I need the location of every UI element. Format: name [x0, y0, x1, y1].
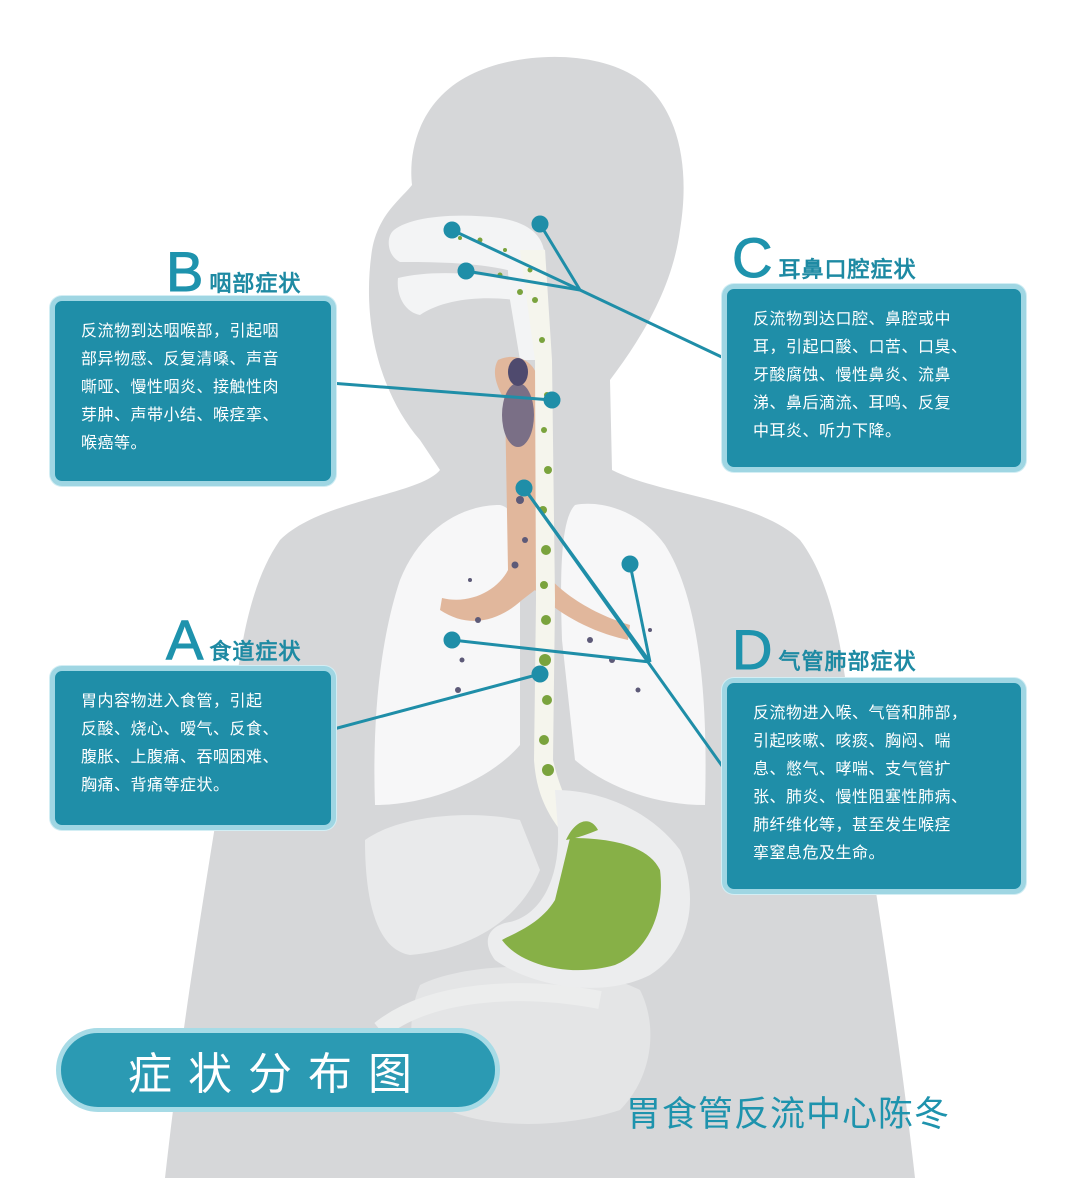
left-lung: [374, 505, 520, 805]
box-line: 反流物到达咽喉部，引起咽: [81, 321, 280, 340]
droplet: [458, 236, 462, 240]
liver: [365, 815, 540, 955]
droplet: [539, 337, 545, 343]
label-a-title: 食道症状: [209, 640, 302, 665]
pointer-dot: [543, 391, 561, 409]
box-line: 反酸、烧心、嗳气、反食、: [81, 719, 280, 738]
box-line: 肺纤维化等，甚至发生喉痉: [753, 815, 952, 834]
droplet: [542, 764, 554, 776]
pointer-dot: [443, 631, 461, 649]
box-line: 息、憋气、哮喘、支气管扩: [753, 759, 952, 778]
pointer-line-b: [329, 381, 553, 402]
pointer-dot: [457, 262, 475, 280]
colon-outline: [374, 983, 602, 1038]
droplet: [539, 735, 549, 745]
pointer-dot: [515, 479, 533, 497]
particle: [522, 537, 528, 543]
label-b-title: 咽部症状: [209, 272, 302, 297]
stomach-splash: [566, 821, 598, 840]
diagram-title: 症状分布图: [128, 1049, 428, 1100]
pointer-line-c: [465, 269, 581, 292]
pointer-line-d: [522, 487, 727, 771]
pointer-dot: [531, 665, 549, 683]
nasal-cavity: [388, 215, 545, 272]
symptom-box-c: 反流物到达口腔、鼻腔或中 耳，引起口酸、口苦、口臭、 牙酸腐蚀、慢性鼻炎、流鼻 …: [722, 284, 1026, 472]
pointer-line-c: [538, 223, 582, 291]
stomach-contents: [502, 838, 661, 971]
pointer-dot: [443, 221, 461, 239]
particle: [511, 561, 519, 569]
larynx-top: [508, 358, 528, 386]
pointer-line-d: [451, 638, 651, 664]
label-a: A 食道症状: [165, 608, 302, 671]
pointer-line-c: [451, 228, 581, 292]
symptom-box-b: 反流物到达咽喉部，引起咽 部异物感、反复清嗓、声音 嘶哑、慢性咽炎、接触性肉 芽…: [50, 296, 336, 486]
label-b-letter: B: [165, 240, 204, 303]
particle: [459, 657, 465, 663]
box-line: 腹胀、上腹痛、吞咽困难、: [81, 747, 280, 766]
box-line: 反流物进入喉、气管和肺部，: [753, 703, 968, 722]
pointer-dot: [621, 555, 639, 573]
label-b: B 咽部症状: [165, 240, 302, 303]
particle: [587, 637, 593, 643]
droplet: [541, 545, 551, 555]
particle: [475, 617, 481, 623]
droplet: [539, 654, 551, 666]
box-line: 反流物到达口腔、鼻腔或中: [753, 309, 952, 328]
droplet: [517, 289, 523, 295]
box-line: 胸痛、背痛等症状。: [81, 775, 230, 794]
pointer-line-a: [329, 672, 541, 732]
box-line: 耳，引起口酸、口苦、口臭、: [753, 337, 968, 356]
label-d-title: 气管肺部症状: [778, 650, 917, 675]
pointer-line-c: [579, 288, 729, 362]
box-line: 牙酸腐蚀、慢性鼻炎、流鼻: [753, 365, 952, 384]
label-d: D 气管肺部症状: [731, 618, 917, 681]
right-lung: [561, 503, 706, 805]
symptom-box-d: 反流物进入喉、气管和肺部， 引起咳嗽、咳痰、胸闷、喘 息、憋气、哮喘、支气管扩 …: [722, 678, 1026, 894]
particle: [516, 496, 524, 504]
larynx: [502, 383, 534, 447]
box-line: 部异物感、反复清嗓、声音: [81, 349, 280, 368]
droplet: [541, 427, 547, 433]
particle: [648, 628, 652, 632]
label-c-title: 耳鼻口腔症状: [778, 258, 917, 283]
reflux-droplets: [458, 236, 554, 776]
author-credit: 胃食管反流中心陈冬: [626, 1095, 951, 1135]
droplet: [503, 248, 507, 252]
particle: [455, 687, 461, 693]
label-a-letter: A: [165, 608, 204, 671]
box-line: 中耳炎、听力下降。: [753, 421, 902, 440]
box-line: 挛窒息危及生命。: [753, 843, 886, 862]
pointer-line-d: [628, 563, 652, 663]
pointer-dot: [531, 215, 549, 233]
droplet: [541, 615, 551, 625]
droplet: [542, 695, 552, 705]
droplet: [540, 581, 548, 589]
label-d-letter: D: [731, 618, 773, 681]
box-line: 喉癌等。: [81, 433, 148, 452]
pointer-lines: [329, 215, 729, 771]
particle: [468, 578, 472, 582]
diagram-title-banner: 症状分布图: [56, 1028, 500, 1112]
box-line: 胃内容物进入食管，引起: [81, 691, 263, 710]
esophagus: [520, 250, 580, 830]
particle: [635, 687, 641, 693]
box-line: 引起咳嗽、咳痰、胸闷、喘: [753, 731, 952, 750]
droplet: [532, 297, 538, 303]
airway-particles: [455, 496, 652, 693]
oral-cavity: [397, 273, 515, 315]
box-line: 嘶哑、慢性咽炎、接触性肉: [81, 377, 280, 396]
label-c-letter: C: [731, 226, 773, 289]
box-line: 芽肿、声带小结、喉痉挛、: [81, 405, 280, 424]
label-c: C 耳鼻口腔症状: [731, 226, 917, 289]
droplet: [544, 466, 552, 474]
box-line: 张、肺炎、慢性阻塞性肺病、: [753, 787, 968, 806]
box-line: 涕、鼻后滴流、耳鸣、反复: [753, 393, 952, 412]
symptom-box-a: 胃内容物进入食管，引起 反酸、烧心、嗳气、反食、 腹胀、上腹痛、吞咽困难、 胸痛…: [50, 666, 336, 830]
trachea: [440, 356, 630, 640]
